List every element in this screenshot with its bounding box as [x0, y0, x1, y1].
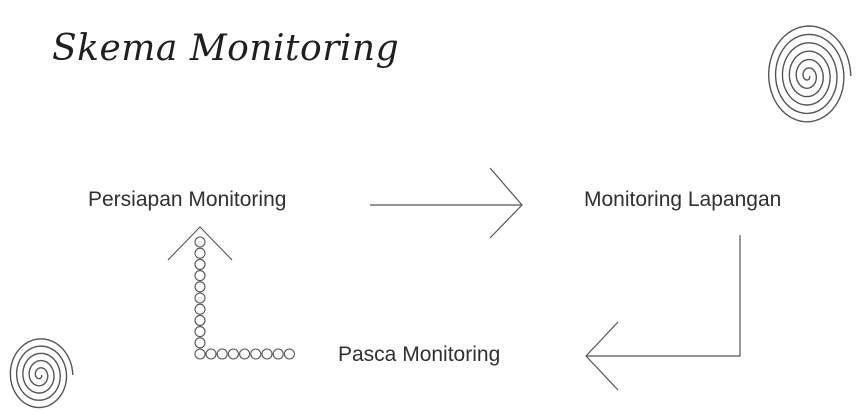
node-pasca-monitoring: Pasca Monitoring: [338, 343, 501, 366]
dot-circle: [283, 348, 295, 360]
dot-circle: [194, 236, 206, 248]
dot-circle: [194, 247, 206, 259]
dot-circle: [194, 326, 206, 338]
spiral-icon: [767, 25, 852, 123]
dot-circle: [194, 348, 206, 360]
dot-circle: [194, 337, 206, 349]
dot-circle: [194, 281, 206, 293]
diagram-title: Skema Monitoring: [52, 28, 400, 69]
dot-circle: [250, 348, 262, 360]
dot-circle: [194, 258, 206, 270]
node-persiapan-monitoring: Persiapan Monitoring: [88, 188, 287, 211]
dot-circle: [216, 348, 228, 360]
dot-circle: [227, 348, 239, 360]
arrow-pasca-to-persiapan: [167, 226, 295, 360]
dot-circle: [239, 348, 251, 360]
dot-circle: [194, 314, 206, 326]
dot-circle: [272, 348, 284, 360]
dot-circle: [194, 292, 206, 304]
node-monitoring-lapangan: Monitoring Lapangan: [584, 188, 782, 211]
dot-circle: [194, 303, 206, 315]
arrow-lapangan-to-pasca: [585, 235, 741, 391]
dot-circle: [205, 348, 217, 360]
spiral-icon: [9, 338, 74, 409]
arrow-persiapan-to-lapangan: [370, 167, 523, 239]
dot-circle: [261, 348, 273, 360]
dot-circle: [194, 270, 206, 282]
